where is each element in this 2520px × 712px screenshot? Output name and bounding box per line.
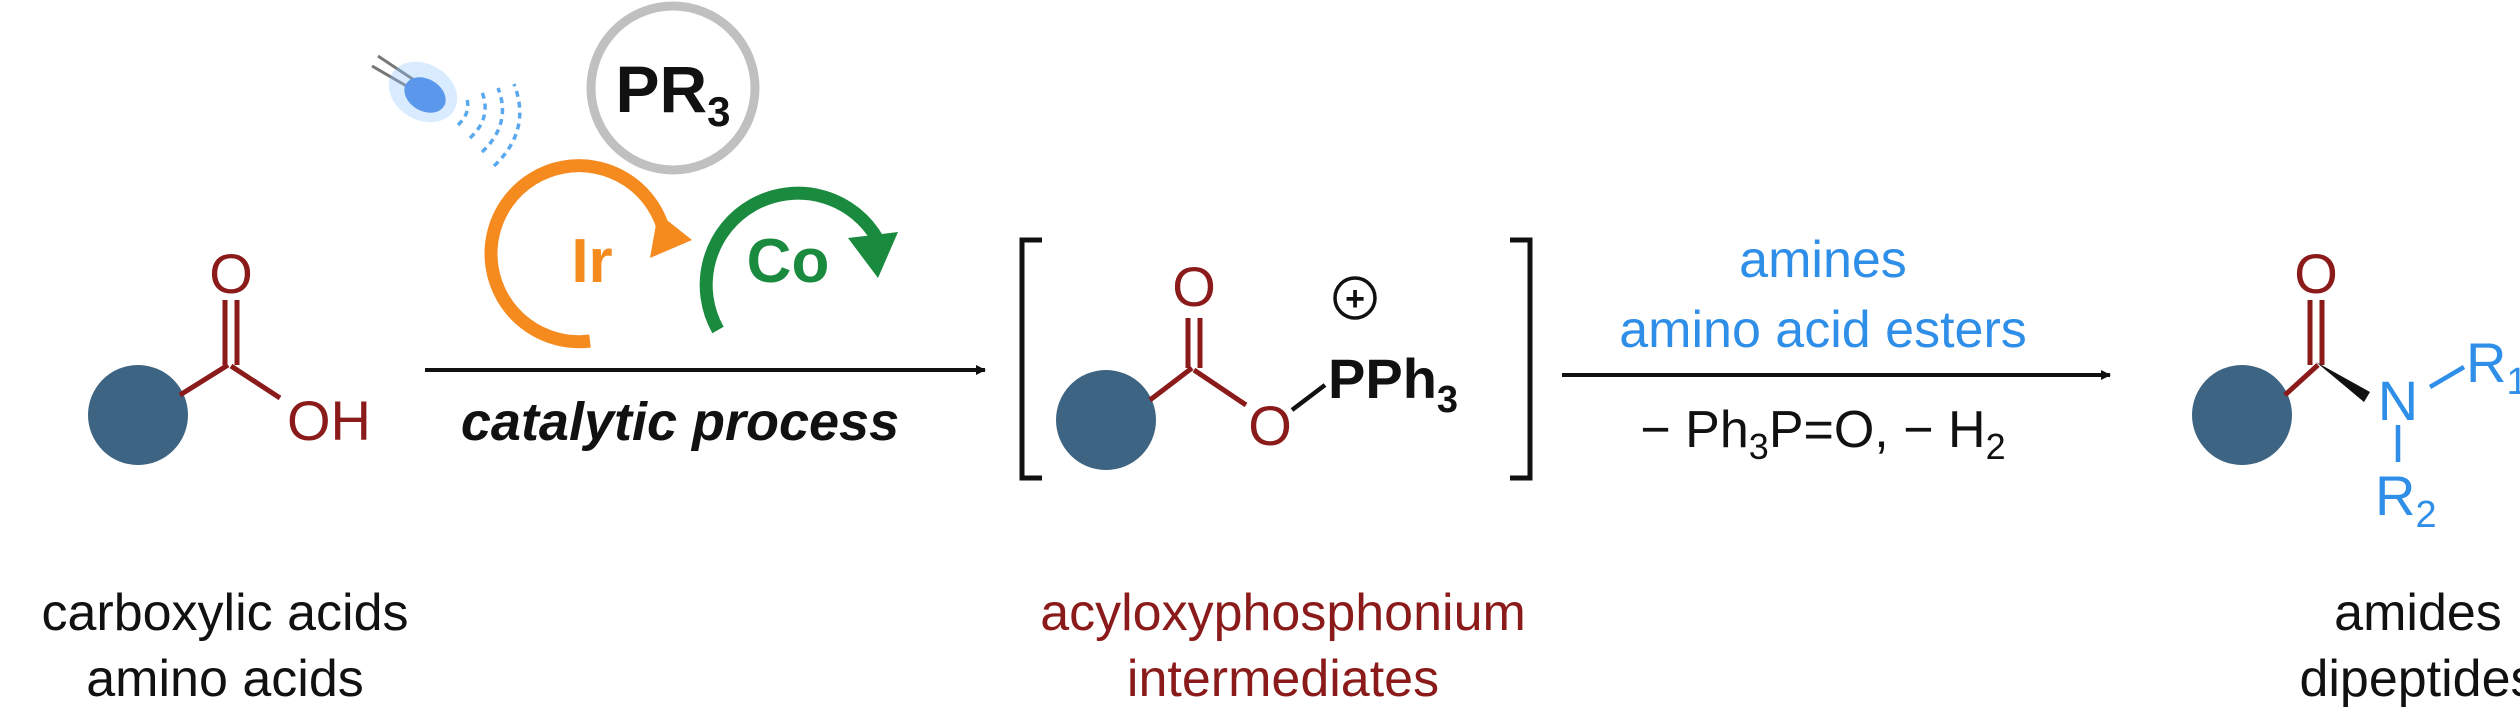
wedge-bond <box>2316 362 2370 402</box>
reagent-amines: amines <box>1739 231 1907 289</box>
start-label-2: amino acids <box>86 650 363 708</box>
svg-text:Ir: Ir <box>571 227 612 296</box>
catalytic-process-label: catalytic process <box>461 392 899 452</box>
svg-text:+: + <box>1345 280 1365 318</box>
positive-charge-icon: + <box>1333 276 1377 320</box>
substrate-ball <box>88 365 188 465</box>
atom-o: O <box>2294 242 2338 305</box>
co-cycle-arrowhead-icon <box>848 232 898 278</box>
atom-oh: OH <box>287 389 371 452</box>
bond <box>178 362 230 398</box>
substrate-ball <box>1056 370 1156 470</box>
byproduct-label: − Ph3P=O, − H2 <box>1640 401 2005 467</box>
intermediate-label-1: acyloxyphosphonium <box>1040 584 1526 642</box>
bond <box>229 363 282 401</box>
right-bracket <box>1510 237 1533 481</box>
amide-structure: O N R1 R2 <box>2192 242 2520 536</box>
pr3-circle: PR3 <box>586 1 760 175</box>
r2-group: R2 <box>2375 464 2437 536</box>
atom-o-top: O <box>1172 255 1216 318</box>
carboxylic-acid-structure: O OH <box>88 242 371 465</box>
product-label-1: amides <box>2334 584 2502 642</box>
left-bracket <box>1019 237 1042 481</box>
start-label-1: carboxylic acids <box>41 584 408 642</box>
atom-n: N <box>2378 369 2418 432</box>
r1-group: R1 <box>2466 331 2520 403</box>
ir-cycle-arrowhead-icon <box>650 213 692 258</box>
intermediate-label-2: intermediates <box>1127 650 1439 708</box>
co-cycle-arc <box>699 186 884 334</box>
co-cycle: Co <box>699 186 898 334</box>
pph3-group: PPh3 <box>1328 347 1458 421</box>
svg-text:PR3: PR3 <box>615 52 730 135</box>
atom-o-bridge: O <box>1248 394 1292 457</box>
svg-text:Co: Co <box>747 227 830 296</box>
atom-o: O <box>209 242 253 305</box>
product-label-2: dipeptides <box>2299 650 2520 708</box>
substrate-ball <box>2192 365 2292 465</box>
ir-cycle: Ir <box>484 159 692 349</box>
blue-led-icon <box>371 54 522 168</box>
reagent-amino-acid-esters: amino acid esters <box>1619 301 2027 359</box>
ir-cycle-arc <box>484 159 672 349</box>
acyloxyphosphonium-structure: O O + PPh3 <box>1056 255 1458 470</box>
